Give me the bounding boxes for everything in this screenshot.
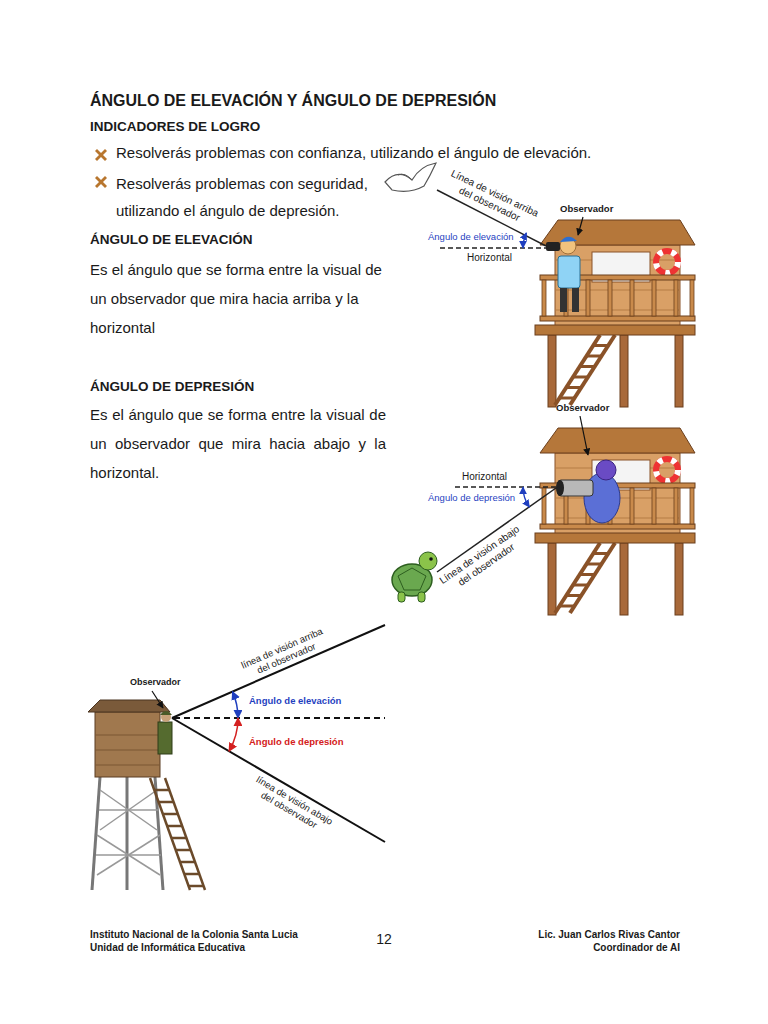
definition-text: Es el ángulo que se forma entre la visua…: [90, 255, 392, 342]
ladder: [180, 861, 195, 864]
tower-legs: [126, 777, 129, 890]
bullet-text: Resolverás problemas con confianza, util…: [116, 143, 591, 163]
turtle: [398, 592, 405, 602]
pointer-arrow: [578, 217, 583, 235]
angle-label: Ángulo de depresión: [249, 736, 343, 747]
tower-braces: [97, 835, 160, 875]
turtle: [418, 592, 425, 602]
sight-line: [172, 625, 385, 718]
ladder: [188, 885, 203, 888]
tower-planks: [95, 735, 160, 736]
ladder: [171, 837, 186, 840]
observer-person: [160, 711, 172, 715]
turtle: [419, 552, 437, 570]
watchtower-figure: [88, 625, 385, 890]
observer-person: [556, 460, 620, 523]
bullet-icon: [95, 149, 107, 188]
section-heading: INDICADORES DE LOGRO: [90, 119, 260, 135]
section-heading: ÁNGULO DE ELEVACIÓN: [90, 232, 253, 248]
sight-line-label: línea de visión abajo del observador: [243, 770, 340, 839]
tower-planks: [95, 735, 160, 765]
observer-label: Observador: [130, 677, 181, 687]
tower-braces: [100, 790, 157, 830]
tower-planks: [95, 750, 160, 751]
pointer-arrow: [152, 691, 163, 708]
horizontal-line: [455, 486, 556, 488]
ladder: [163, 813, 178, 816]
angle-arc: [523, 487, 529, 507]
page-title: ÁNGULO DE ELEVACIÓN Y ÁNGULO DE DEPRESIÓ…: [90, 92, 496, 110]
lifeguard-house: [535, 220, 695, 407]
angle-label: Ángulo de depresión: [428, 492, 515, 503]
tower-braces: [97, 835, 160, 875]
tower-braces: [96, 854, 161, 856]
horizontal-line: [440, 247, 546, 249]
ladder: [154, 789, 169, 792]
ladder: [150, 778, 205, 890]
observer-person: [560, 288, 567, 312]
observer-person: [556, 480, 564, 496]
seagull: [398, 174, 412, 180]
pointer-arrow: [580, 416, 588, 455]
horizontal-line: [174, 717, 385, 719]
ladder: [167, 825, 182, 828]
seagull: [385, 163, 436, 191]
definition-text: Es el ángulo que se forma entre la visua…: [90, 400, 386, 487]
observer-person: [596, 460, 616, 480]
footer-text: Lic. Juan Carlos Rivas Cantor: [538, 929, 680, 941]
bullet-icon: [95, 149, 107, 161]
page-number: 12: [376, 931, 392, 947]
observer-person: [546, 242, 560, 251]
observer-person: [546, 237, 580, 312]
observer-person: [558, 256, 580, 288]
observer-person: [560, 237, 577, 242]
elevation-figure: [385, 163, 695, 407]
horizontal-label: Horizontal: [462, 471, 507, 483]
observer-label: Observador: [560, 203, 613, 214]
angle-arc: [229, 718, 238, 751]
footer-text: Unidad de Informática Educativa: [90, 942, 245, 954]
sight-line-label: Línea de visión arriba del observador: [442, 167, 543, 232]
tower-planks: [95, 765, 160, 766]
ladder: [184, 873, 199, 876]
angle-arc: [233, 692, 239, 718]
lifeguard-house: [535, 428, 695, 615]
angle-arc: [523, 233, 526, 248]
observer-person: [158, 711, 172, 754]
angle-label: Ángulo de elevación: [428, 231, 514, 242]
sight-line: [172, 718, 385, 842]
ladder: [165, 778, 205, 890]
bullet-text: Resolverás problemas con seguridad, util…: [116, 170, 388, 224]
tower-roof: [88, 700, 170, 712]
tower-braces: [100, 790, 157, 830]
footer-text: Coordinador de AI: [593, 942, 680, 954]
observer-person: [158, 722, 172, 754]
ladder: [158, 801, 173, 804]
turtle: [429, 557, 433, 561]
horizontal-label: Horizontal: [467, 252, 512, 264]
tower-legs: [92, 777, 163, 890]
section-heading: ÁNGULO DE DEPRESIÓN: [90, 379, 254, 395]
observer-person: [161, 712, 171, 722]
turtle: [398, 568, 426, 590]
depression-figure: [392, 416, 695, 615]
sight-line-label: Línea de visión abajo del observador: [435, 522, 531, 599]
observer-person: [572, 288, 579, 312]
turtle: [392, 552, 437, 602]
tower-cabin: [95, 712, 160, 777]
tower-braces: [99, 809, 158, 811]
footer-text: Instituto Nacional de la Colonia Santa L…: [90, 929, 298, 941]
tower-braces: [96, 790, 161, 875]
bullet-icon: [95, 176, 107, 188]
ladder: [175, 849, 190, 852]
angle-label: Ángulo de elevación: [249, 695, 341, 706]
observer-label: Observador: [556, 402, 609, 413]
